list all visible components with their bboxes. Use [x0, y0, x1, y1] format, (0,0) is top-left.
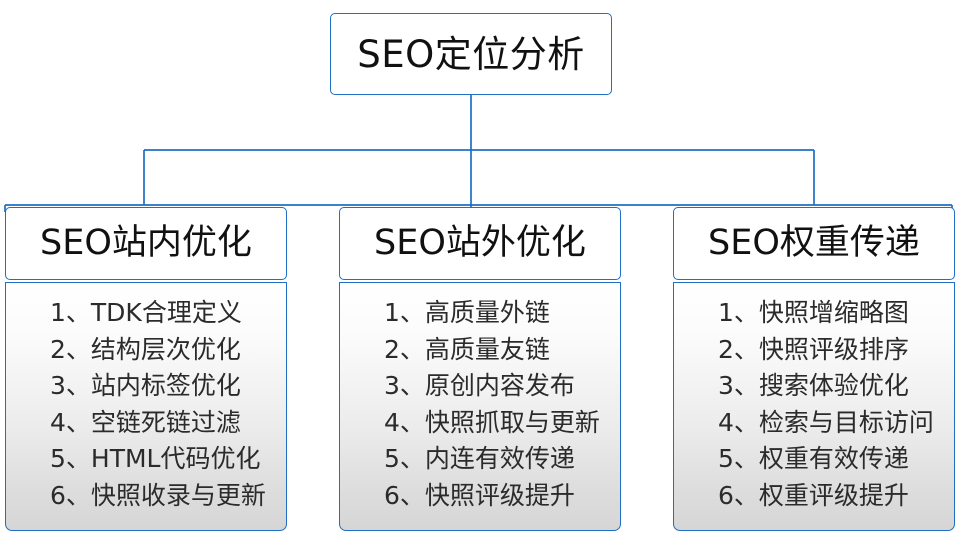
list-item: 1、TDK合理定义: [50, 295, 266, 332]
list-item-text: HTML代码优化: [90, 444, 261, 473]
list-item-text: 搜索体验优化: [758, 371, 909, 400]
list-item-index: 4、: [718, 407, 759, 437]
branch-header-3[interactable]: SEO权重传递: [673, 207, 955, 280]
list-item: 3、搜索体验优化: [718, 368, 934, 405]
list-item: 6、快照收录与更新: [50, 478, 266, 515]
list-item: 4、检索与目标访问: [718, 405, 934, 442]
branch-header-label-2: SEO站外优化: [374, 223, 586, 263]
list-item-index: 1、: [384, 298, 425, 327]
list-item-index: 5、: [718, 444, 759, 473]
branch-list-2: 1、高质量外链 2、高质量友链 3、原创内容发布 4、快照抓取与更新 5、内连有…: [340, 295, 600, 514]
branch-column-3: SEO权重传递 1、快照增缩略图 2、快照评级排序 3、搜索体验优化 4、检索与…: [673, 207, 955, 531]
list-item-index: 2、: [718, 334, 759, 364]
list-item-index: 4、: [50, 407, 91, 437]
list-item-text: 高质量友链: [424, 334, 550, 364]
list-item-text: 高质量外链: [424, 298, 550, 327]
list-item-index: 6、: [50, 480, 91, 510]
list-item-text: 权重评级提升: [758, 480, 909, 510]
list-item-text: 结构层次优化: [90, 334, 241, 364]
branch-header-label-1: SEO站内优化: [40, 223, 252, 263]
branch-column-2: SEO站外优化 1、高质量外链 2、高质量友链 3、原创内容发布 4、快照抓取与…: [339, 207, 621, 531]
list-item-text: TDK合理定义: [90, 298, 242, 327]
list-item: 2、快照评级排序: [718, 332, 934, 369]
list-item: 3、站内标签优化: [50, 368, 266, 405]
branch-body-2: 1、高质量外链 2、高质量友链 3、原创内容发布 4、快照抓取与更新 5、内连有…: [339, 282, 621, 531]
list-item-index: 4、: [384, 407, 425, 437]
list-item-text: 原创内容发布: [424, 371, 575, 400]
root-node-label: SEO定位分析: [357, 32, 585, 76]
branch-body-1: 1、TDK合理定义 2、结构层次优化 3、站内标签优化 4、空链死链过滤 5、H…: [5, 282, 287, 531]
list-item: 6、快照评级提升: [384, 478, 600, 515]
branch-header-2[interactable]: SEO站外优化: [339, 207, 621, 280]
list-item-index: 2、: [384, 334, 425, 364]
branch-list-3: 1、快照增缩略图 2、快照评级排序 3、搜索体验优化 4、检索与目标访问 5、权…: [674, 295, 934, 514]
branch-column-1: SEO站内优化 1、TDK合理定义 2、结构层次优化 3、站内标签优化 4、空链…: [5, 207, 287, 531]
list-item-index: 3、: [718, 371, 759, 400]
list-item: 4、快照抓取与更新: [384, 405, 600, 442]
list-item-text: 空链死链过滤: [90, 407, 241, 437]
list-item-index: 1、: [50, 298, 91, 327]
list-item-text: 快照评级排序: [758, 334, 909, 364]
list-item: 6、权重评级提升: [718, 478, 934, 515]
list-item-text: 内连有效传递: [424, 444, 575, 473]
branch-header-label-3: SEO权重传递: [708, 223, 920, 263]
list-item: 5、HTML代码优化: [50, 441, 266, 478]
list-item-index: 3、: [384, 371, 425, 400]
list-item: 4、空链死链过滤: [50, 405, 266, 442]
list-item-index: 5、: [384, 444, 425, 473]
list-item: 1、高质量外链: [384, 295, 600, 332]
list-item-text: 站内标签优化: [90, 371, 241, 400]
list-item-index: 6、: [718, 480, 759, 510]
list-item-index: 1、: [718, 298, 759, 327]
list-item: 1、快照增缩略图: [718, 295, 934, 332]
list-item: 2、高质量友链: [384, 332, 600, 369]
root-node[interactable]: SEO定位分析: [330, 13, 612, 95]
list-item-text: 检索与目标访问: [758, 407, 934, 437]
branch-body-3: 1、快照增缩略图 2、快照评级排序 3、搜索体验优化 4、检索与目标访问 5、权…: [673, 282, 955, 531]
list-item-index: 6、: [384, 480, 425, 510]
list-item-text: 快照收录与更新: [90, 480, 266, 510]
list-item-text: 快照增缩略图: [758, 298, 909, 327]
list-item-text: 快照抓取与更新: [424, 407, 600, 437]
list-item-index: 5、: [50, 444, 91, 473]
branch-list-1: 1、TDK合理定义 2、结构层次优化 3、站内标签优化 4、空链死链过滤 5、H…: [6, 295, 266, 514]
branch-header-1[interactable]: SEO站内优化: [5, 207, 287, 280]
list-item-index: 2、: [50, 334, 91, 364]
list-item-text: 快照评级提升: [424, 480, 575, 510]
list-item: 2、结构层次优化: [50, 332, 266, 369]
list-item: 5、内连有效传递: [384, 441, 600, 478]
list-item: 5、权重有效传递: [718, 441, 934, 478]
list-item-text: 权重有效传递: [758, 444, 909, 473]
list-item-index: 3、: [50, 371, 91, 400]
list-item: 3、原创内容发布: [384, 368, 600, 405]
